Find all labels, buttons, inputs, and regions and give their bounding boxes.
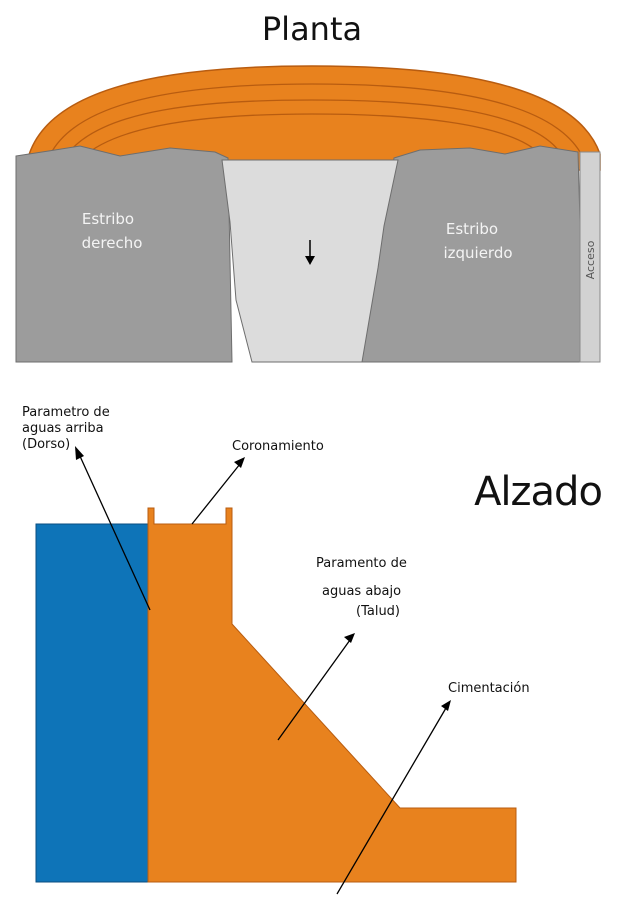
estribo-derecho-label-1: Estribo [82,210,134,228]
dam-arch-line-2 [65,99,561,157]
parametro-aguas-arriba-label-1: Parametro de [22,405,110,420]
arrow-parametro-aguas-arriba [75,446,151,611]
dam-body-section [147,507,517,883]
alzado-title: Alzado [474,469,602,515]
plan-view: Planta Estribo derecho Estribo izquierdo… [15,10,601,363]
cimentacion-label: Cimentación [448,681,530,696]
estribo-izquierdo-rock [359,145,585,363]
estribo-izquierdo-label-2: izquierdo [443,244,512,262]
dam-arch-line-1 [49,83,581,156]
parametro-aguas-arriba-label-3: (Dorso) [22,437,70,452]
elevation-view: Alzado Parametro de aguas arriba (Dorso)… [22,405,603,895]
paramento-aguas-abajo-label-1: Paramento de [316,556,407,571]
estribo-derecho-rock [15,145,233,363]
flow-arrow-icon [305,240,315,265]
acceso-road [579,151,601,363]
estribo-derecho-label-2: derecho [82,234,143,252]
dam-arch-line-3 [81,113,541,159]
arrow-cimentacion [336,700,451,895]
parametro-aguas-arriba-label-2: aguas arriba [22,421,104,436]
planta-title: Planta [262,10,362,48]
arrow-coronamiento [191,457,245,525]
paramento-aguas-abajo-label-2: aguas abajo [322,584,401,599]
acceso-label: Acceso [584,240,597,279]
paramento-aguas-abajo-label-3: (Talud) [356,604,400,619]
coronamiento-label: Coronamiento [232,439,324,454]
dam-arch-plan [27,65,601,171]
arrow-paramento-aguas-abajo [277,633,355,741]
estribo-izquierdo-label-1: Estribo [446,220,498,238]
reservoir-water [35,523,149,883]
